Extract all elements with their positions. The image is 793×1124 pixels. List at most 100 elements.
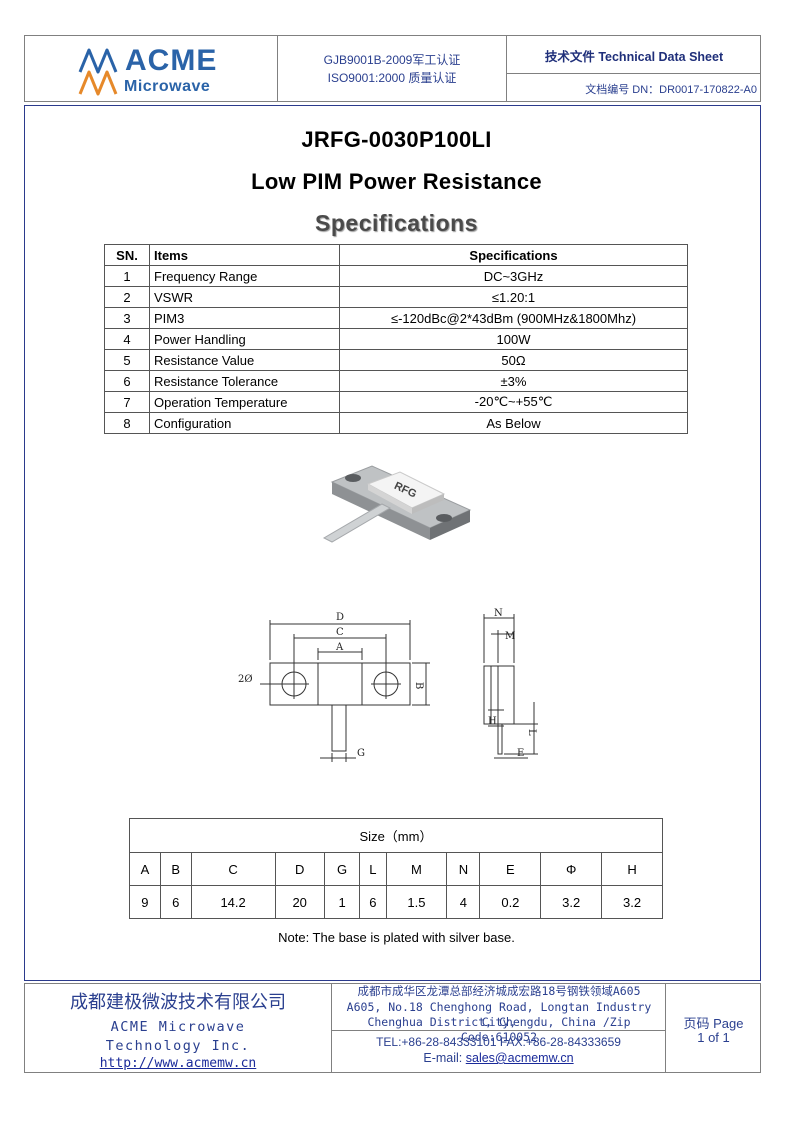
row-item: Resistance Value [149, 349, 340, 371]
email-link[interactable]: sales@acmemw.cn [465, 1051, 574, 1065]
size-table: Size（mm） A B C D G L M N E Φ H 9 6 14.2 … [129, 818, 663, 919]
acme-logo-mark-icon [78, 48, 118, 96]
row-item: VSWR [149, 286, 340, 308]
size-header: G [323, 852, 361, 886]
base-note: Note: The base is plated with silver bas… [278, 930, 515, 945]
size-value: 1.5 [385, 885, 448, 919]
address-cn: 成都市成华区龙潭总部经济城成宏路18号钢铁领域A605 [357, 984, 641, 998]
size-header: E [479, 852, 542, 886]
company-name-en-line-2: Technology Inc. [105, 1038, 251, 1054]
page-number: 1 of 1 [697, 1030, 730, 1045]
footer-divider [332, 1030, 665, 1031]
size-value: 6 [359, 885, 387, 919]
page-label: 页码 Page [683, 1016, 744, 1031]
row-item: Operation Temperature [149, 391, 340, 413]
row-value: -20℃~+55℃ [339, 391, 688, 413]
dim-label-n: N [494, 608, 503, 619]
address-en-line-1: A605, No.18 Chenghong Road, Longtan Indu… [346, 1000, 652, 1029]
row-value: As Below [339, 412, 688, 434]
row-sn: 7 [104, 391, 150, 413]
row-value: 50Ω [339, 349, 688, 371]
row-value: ±3% [339, 370, 688, 392]
dim-label-a: A [335, 642, 344, 653]
dim-label-e: E [517, 748, 524, 759]
size-value: 3.2 [540, 885, 603, 919]
size-header: D [274, 852, 325, 886]
size-value: 20 [274, 885, 325, 919]
dim-label-h: H [488, 716, 497, 727]
size-header-row: A B C D G L M N E Φ H [129, 852, 663, 886]
row-sn: 3 [104, 307, 150, 329]
dim-label-d: D [336, 612, 344, 623]
size-header: M [385, 852, 448, 886]
column-header-specifications: Specifications [339, 244, 688, 266]
header-divider [277, 35, 278, 102]
header-divider [506, 35, 507, 102]
size-header: C [190, 852, 276, 886]
row-item: Configuration [149, 412, 340, 434]
table-row: 5 Resistance Value 50Ω [104, 349, 688, 371]
size-header: Φ [540, 852, 603, 886]
row-sn: 2 [104, 286, 150, 308]
table-row: 2 VSWR ≤1.20:1 [104, 286, 688, 308]
row-item: Power Handling [149, 328, 340, 350]
product-name-title: Low PIM Power Resistance [251, 169, 542, 194]
size-value: 4 [446, 885, 481, 919]
row-value: ≤-120dBc@2*43dBm (900MHz&1800Mhz) [339, 307, 688, 329]
document-type: 技术文件 Technical Data Sheet [544, 50, 724, 64]
table-row: 3 PIM3 ≤-120dBc@2*43dBm (900MHz&1800Mhz) [104, 307, 688, 329]
row-sn: 6 [104, 370, 150, 392]
header-divider [506, 73, 761, 74]
size-value: 6 [159, 885, 192, 919]
row-sn: 1 [104, 265, 150, 287]
column-header-items: Items [149, 244, 340, 266]
size-header: H [601, 852, 663, 886]
size-value-row: 9 6 14.2 20 1 6 1.5 4 0.2 3.2 3.2 [129, 885, 663, 919]
size-header: B [159, 852, 192, 886]
row-value: 100W [339, 328, 688, 350]
table-header-row: SN. Items Specifications [104, 244, 688, 266]
size-value: 0.2 [479, 885, 542, 919]
header-frame [24, 35, 761, 102]
table-row: 6 Resistance Tolerance ±3% [104, 370, 688, 392]
part-number-title: JRFG-0030P100LI [301, 127, 492, 152]
dim-label-b: B [413, 682, 424, 689]
address-en-line-2: Chenghua District, Chengdu, China /Zip C… [367, 1015, 631, 1044]
row-value: DC~3GHz [339, 265, 688, 287]
dim-label-hole: 2Ø [238, 674, 253, 685]
dim-label-g: G [357, 748, 365, 759]
row-item: Resistance Tolerance [149, 370, 340, 392]
specifications-heading: Specifications [315, 210, 478, 236]
specifications-table: SN. Items Specifications 1 Frequency Ran… [104, 244, 688, 434]
row-item: Frequency Range [149, 265, 340, 287]
size-value: 1 [323, 885, 361, 919]
document-number: 文档编号 DN：DR0017-170822-A0 [585, 84, 757, 96]
row-value: ≤1.20:1 [339, 286, 688, 308]
email-label: E-mail: [423, 1051, 466, 1065]
size-table-caption: Size（mm） [129, 818, 663, 853]
table-row: 7 Operation Temperature -20℃~+55℃ [104, 391, 688, 413]
phone-fax: TEL:+86-28-84333101 FAX:+86-28-84333659 [376, 1035, 621, 1049]
size-header: A [129, 852, 161, 886]
size-value: 14.2 [190, 885, 276, 919]
website-link[interactable]: http://www.acmemw.cn [99, 1056, 257, 1071]
dimension-drawing: D C A B G 2Ø N M H L E [238, 608, 538, 762]
row-item: PIM3 [149, 307, 340, 329]
dim-label-l: L [526, 729, 537, 736]
footer-divider [331, 983, 332, 1073]
footer-frame [24, 983, 761, 1073]
certification-line-1: GJB9001B-2009军工认证 [323, 53, 461, 67]
certification-line-2: ISO9001:2000 质量认证 [327, 71, 457, 85]
table-row: 8 Configuration As Below [104, 412, 688, 434]
size-header: N [446, 852, 481, 886]
table-row: 4 Power Handling 100W [104, 328, 688, 350]
dim-label-m: M [505, 631, 515, 642]
table-row: 1 Frequency Range DC~3GHz [104, 265, 688, 287]
size-header: L [359, 852, 387, 886]
dim-label-c: C [336, 627, 344, 638]
row-sn: 4 [104, 328, 150, 350]
column-header-sn: SN. [104, 244, 150, 266]
content-frame [24, 105, 761, 981]
company-name-cn: 成都建极微波技术有限公司 [70, 992, 286, 1012]
size-value: 9 [129, 885, 161, 919]
